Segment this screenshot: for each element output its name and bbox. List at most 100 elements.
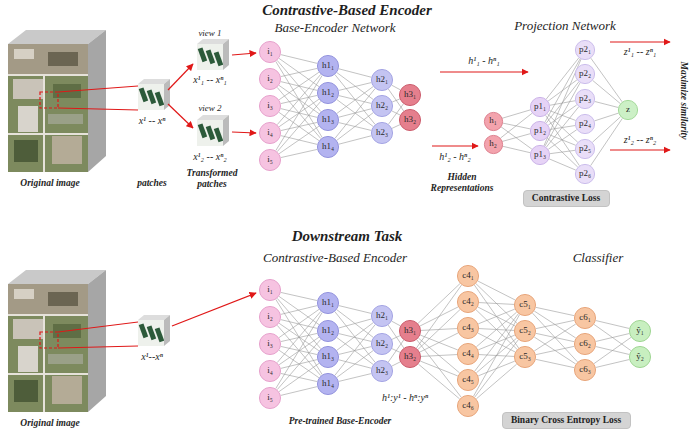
layer-connection xyxy=(281,387,318,396)
caption: Original image xyxy=(20,178,79,189)
node-label: i₄ xyxy=(267,366,273,376)
neuron-node: c4₁ xyxy=(457,265,479,287)
layer-connection xyxy=(545,59,580,123)
flow-arrow xyxy=(610,149,670,150)
neuron-node: h2₁ xyxy=(371,305,393,327)
neuron-circle xyxy=(259,95,280,116)
layer-connection xyxy=(339,69,372,77)
neuron-circle xyxy=(399,320,420,341)
layer-connection xyxy=(281,149,318,157)
flow-arrow xyxy=(232,53,256,55)
layer-connection xyxy=(591,58,622,102)
node-label: h2₂ xyxy=(376,101,388,111)
layer-connection xyxy=(281,360,318,369)
layer-connection xyxy=(281,292,318,300)
layer-connection xyxy=(473,315,519,397)
node-label: h₂ xyxy=(489,139,497,149)
neuron-circle xyxy=(371,122,392,143)
caption: patches xyxy=(137,178,167,189)
patch-marker xyxy=(40,332,58,348)
layer-connection xyxy=(421,355,457,357)
neuron-circle xyxy=(317,320,338,341)
neuron-circle xyxy=(575,139,594,158)
neuron-node: c5₂ xyxy=(514,320,536,342)
layer-connection xyxy=(281,320,318,329)
patch-image xyxy=(138,320,164,346)
neuron-circle xyxy=(317,346,338,367)
neuron-circle xyxy=(574,333,595,354)
neuron-circle xyxy=(259,122,280,143)
neuron-circle xyxy=(530,145,549,164)
layer-connection xyxy=(337,351,373,378)
cube-side xyxy=(223,115,229,146)
layer-connection xyxy=(501,127,532,150)
layer-connection xyxy=(545,83,580,147)
node-label: c4₆ xyxy=(462,401,474,411)
neuron-circle xyxy=(399,346,420,367)
node-label: c6₁ xyxy=(579,313,591,323)
layer-connection xyxy=(593,80,621,103)
patch-image xyxy=(197,44,223,70)
view-label: view 2 xyxy=(198,103,221,113)
layer-connection xyxy=(276,299,322,374)
neuron-circle xyxy=(484,112,502,130)
node-label: h2₁ xyxy=(376,75,388,85)
neuron-circle xyxy=(629,346,650,367)
neuron-circle xyxy=(259,41,280,62)
layer-connection xyxy=(277,74,321,124)
layer-connection xyxy=(392,99,400,102)
cube-side xyxy=(88,270,106,412)
neuron-node: p1₃ xyxy=(530,145,550,165)
flow-arrow xyxy=(168,64,193,90)
node-label: c4₅ xyxy=(462,375,474,385)
layer-connection xyxy=(546,107,578,147)
node-label: h1₄ xyxy=(322,379,334,389)
math-label: h¹₂ - hⁿ₂ xyxy=(439,151,470,162)
layer-connection xyxy=(279,72,319,100)
neuron-node: p2₆ xyxy=(575,164,595,184)
node-label: c6₃ xyxy=(579,365,591,375)
neuron-node: h1₂ xyxy=(317,82,339,104)
patch-image xyxy=(138,84,164,110)
layer-connection xyxy=(277,339,321,389)
layer-connection xyxy=(595,101,619,107)
node-label: p1₂ xyxy=(534,126,546,136)
patch-marker xyxy=(40,92,58,108)
neuron-node: h2₃ xyxy=(371,360,393,382)
neuron-circle xyxy=(317,136,338,157)
neuron-node: c5₃ xyxy=(514,346,536,368)
node-label: i₃ xyxy=(267,339,273,349)
neuron-node: p2₃ xyxy=(575,89,595,109)
layer-connection xyxy=(502,110,530,118)
layer-connection xyxy=(277,101,321,151)
layer-connection xyxy=(546,58,579,99)
node-label: h2₃ xyxy=(376,366,388,376)
node-label: h1₁ xyxy=(322,61,334,71)
neuron-node: h₂ xyxy=(484,135,503,154)
node-label: p2₅ xyxy=(579,144,591,154)
neuron-node: i₅ xyxy=(259,387,281,409)
node-label: h3₂ xyxy=(404,115,416,125)
neuron-node: i₃ xyxy=(259,95,281,117)
layer-connection xyxy=(339,306,372,314)
neuron-node: p2₄ xyxy=(575,114,595,134)
neuron-circle xyxy=(618,100,637,119)
layer-connection xyxy=(502,146,530,153)
neuron-node: p1₂ xyxy=(530,121,550,141)
neuron-circle xyxy=(317,373,338,394)
layer-connection xyxy=(277,60,321,111)
patch-leader xyxy=(58,322,138,332)
neuron-circle xyxy=(371,305,392,326)
neuron-node: i₅ xyxy=(259,149,281,171)
node-label: c5₂ xyxy=(519,326,531,336)
cube-side xyxy=(88,30,106,172)
flow-arrow xyxy=(232,132,256,133)
neuron-circle xyxy=(575,114,594,133)
layer-connection xyxy=(339,136,372,144)
loss-box: Binary Cross Entropy Loss xyxy=(502,412,631,429)
layer-connection xyxy=(392,321,401,326)
layer-connection xyxy=(279,309,319,337)
neuron-node: i₄ xyxy=(259,122,281,144)
layer-connection xyxy=(339,83,372,91)
node-label: p2₄ xyxy=(579,119,591,129)
